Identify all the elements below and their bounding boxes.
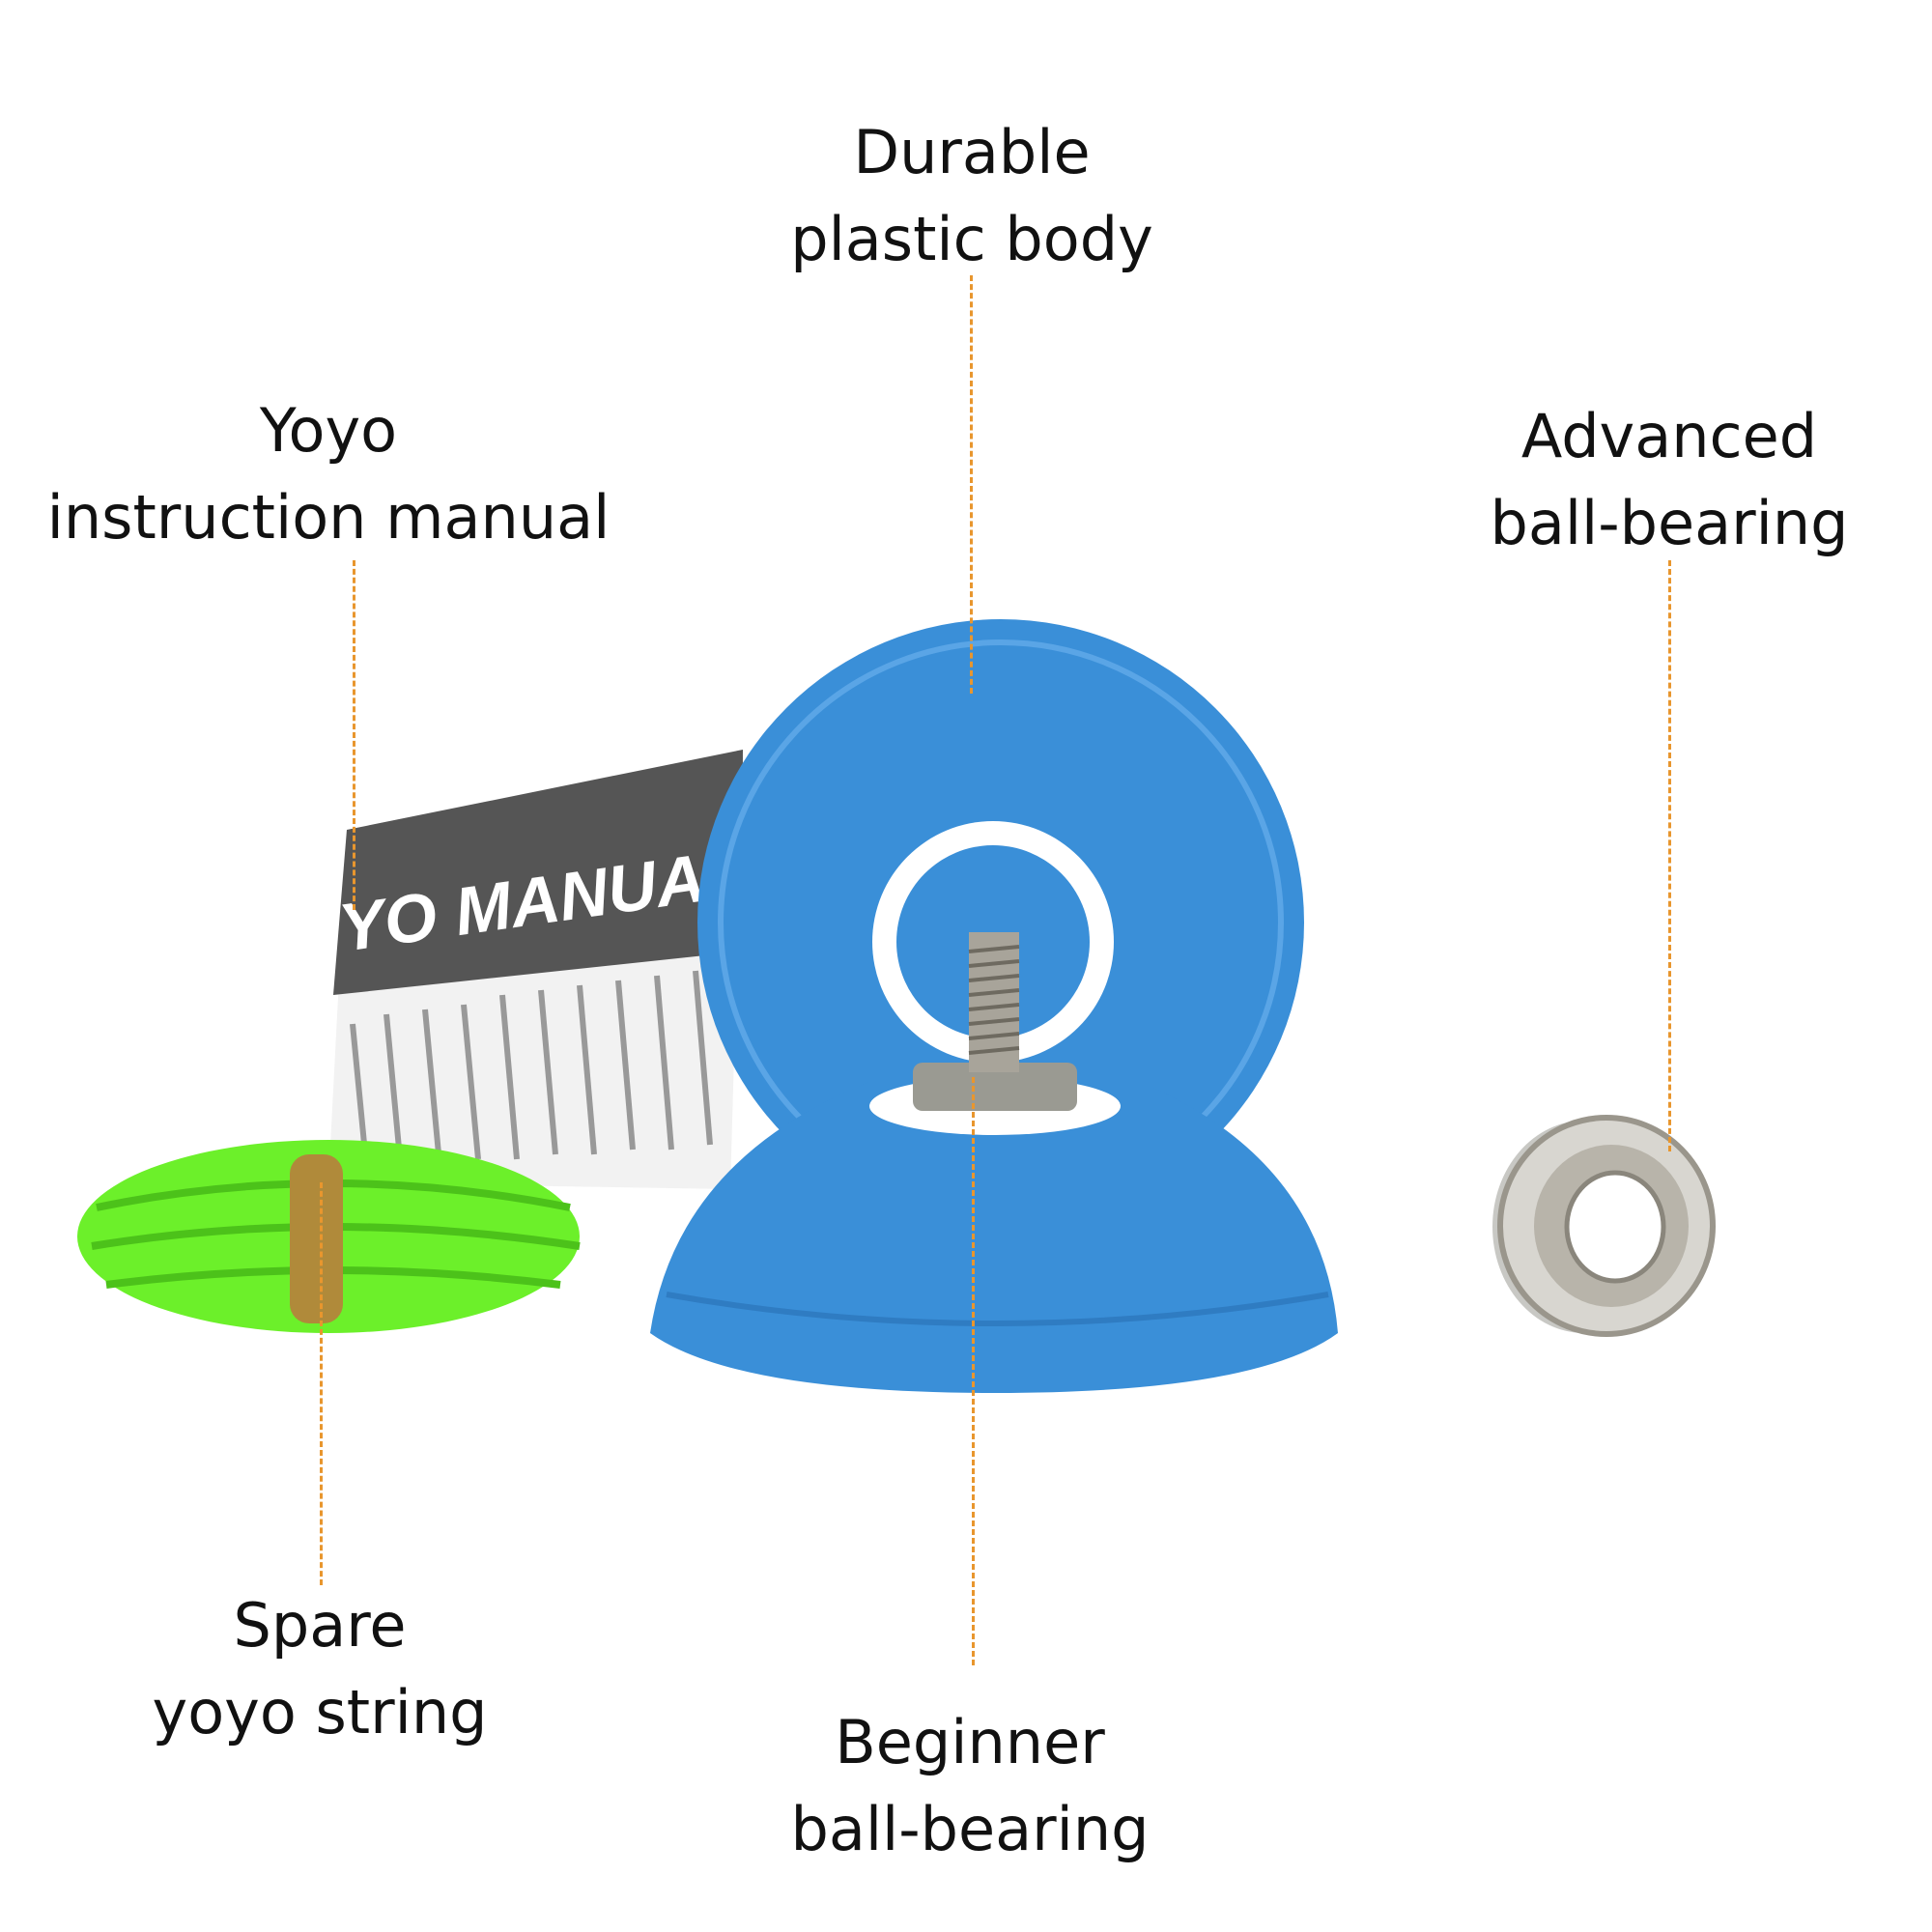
leader-line-manual bbox=[353, 560, 355, 910]
leader-line-advanced bbox=[1668, 560, 1671, 1151]
label-spare-string: Spare yoyo string bbox=[153, 1582, 488, 1756]
yoyo-body bbox=[650, 619, 1338, 1393]
label-plastic-body: Durable plastic body bbox=[790, 109, 1153, 283]
label-advanced-bearing: Advanced ball-bearing bbox=[1490, 393, 1848, 567]
leader-line-beginner bbox=[972, 1077, 975, 1665]
label-instruction-manual: Yoyo instruction manual bbox=[47, 387, 611, 561]
label-line: ball-bearing bbox=[1490, 488, 1849, 558]
label-line: Spare bbox=[233, 1590, 407, 1661]
label-line: Durable bbox=[853, 117, 1091, 187]
label-line: ball-bearing bbox=[790, 1794, 1150, 1864]
yoyo-string bbox=[77, 1140, 581, 1333]
instruction-manual: YO MANUAL bbox=[328, 750, 751, 1189]
advanced-ball-bearing bbox=[1492, 1115, 1716, 1337]
label-line: plastic body bbox=[790, 204, 1153, 274]
label-line: Beginner bbox=[835, 1707, 1105, 1777]
label-line: Advanced bbox=[1520, 401, 1818, 471]
label-line: Yoyo bbox=[259, 395, 398, 466]
leader-line-body bbox=[970, 275, 973, 694]
label-line: instruction manual bbox=[46, 482, 611, 553]
label-beginner-bearing: Beginner ball-bearing bbox=[790, 1699, 1149, 1873]
leader-line-string bbox=[320, 1182, 323, 1585]
label-line: yoyo string bbox=[152, 1677, 488, 1747]
